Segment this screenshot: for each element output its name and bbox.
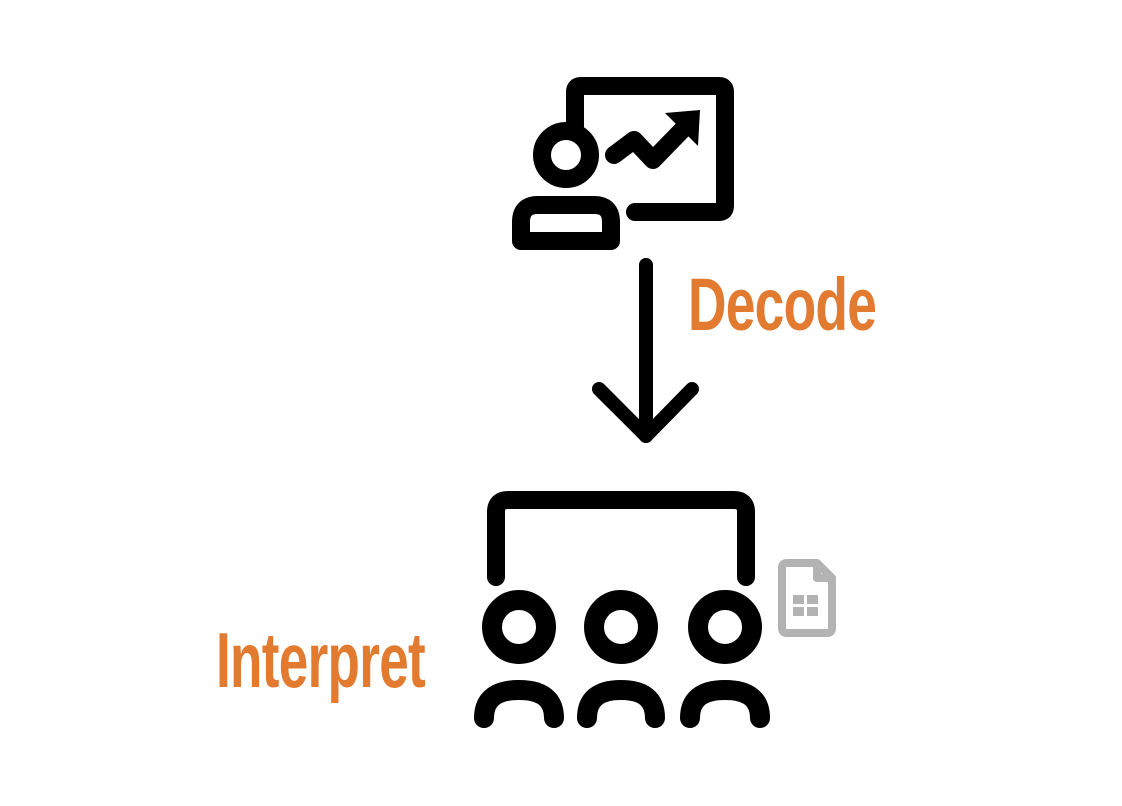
spreadsheet-grid-icon: [793, 595, 818, 616]
arrow-down-icon: [592, 258, 699, 443]
audience-group-icon: [474, 491, 770, 728]
interpret-label: Interpret: [216, 616, 426, 704]
presenter-chart-icon: [512, 77, 734, 250]
decode-label: Decode: [688, 263, 877, 346]
spreadsheet-file-icon: [778, 559, 836, 637]
trend-arrowhead-icon: [665, 110, 700, 146]
